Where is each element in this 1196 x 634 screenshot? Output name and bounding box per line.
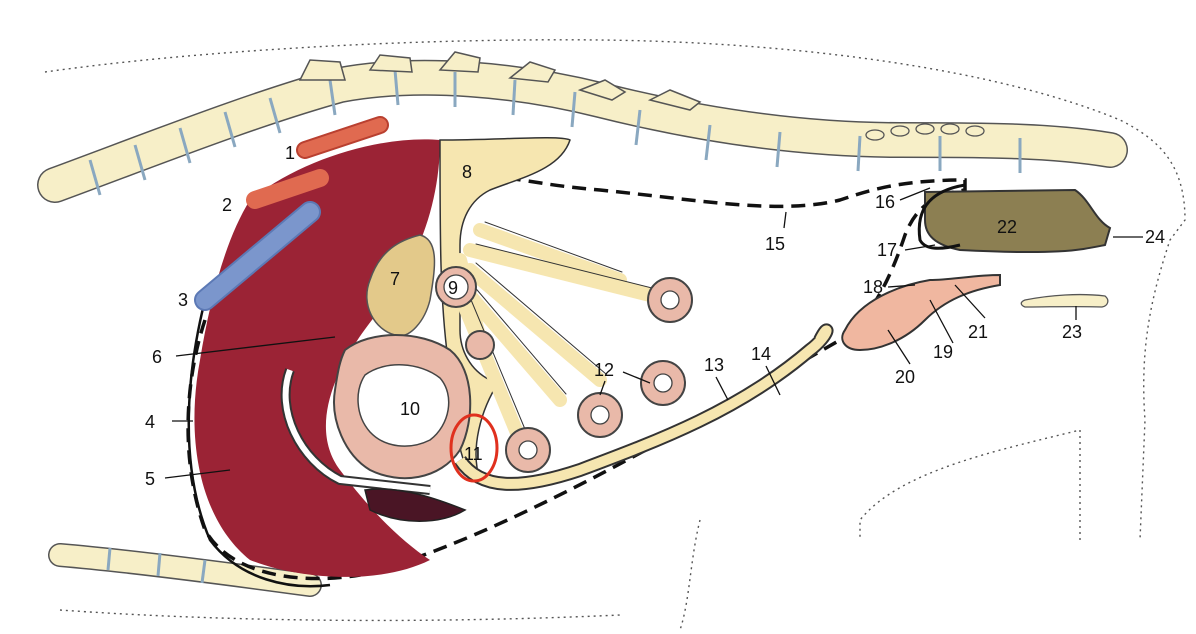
- rectum: [924, 188, 1112, 254]
- label-6: 6: [152, 347, 162, 367]
- label-14: 14: [751, 344, 771, 364]
- label-13: 13: [704, 355, 724, 375]
- label-7: 7: [390, 269, 400, 289]
- label-21: 21: [968, 322, 988, 342]
- vertebral-column: [37, 51, 1128, 203]
- label-5: 5: [145, 469, 155, 489]
- label-17: 17: [877, 240, 897, 260]
- label-19: 19: [933, 342, 953, 362]
- label-20: 20: [895, 367, 915, 387]
- label-1: 1: [285, 143, 295, 163]
- label-22: 22: [997, 217, 1017, 237]
- label-2: 2: [222, 195, 232, 215]
- structure-23: [1020, 293, 1109, 308]
- stomach-lumen: [357, 364, 450, 447]
- aorta-highlight: [298, 118, 387, 157]
- label-11: 11: [464, 444, 483, 464]
- labels: 1 2 3 4 5 6 7 8 9 10 11 12 13 14 15 16 1…: [145, 143, 1165, 489]
- label-12: 12: [594, 360, 614, 380]
- label-23: 23: [1062, 322, 1082, 342]
- label-3: 3: [178, 290, 188, 310]
- label-24: 24: [1145, 227, 1165, 247]
- body-outline: [44, 39, 1186, 631]
- bladder: [841, 273, 1001, 352]
- label-16: 16: [875, 192, 895, 212]
- mesentery: [439, 137, 677, 481]
- spleen: [364, 488, 467, 522]
- label-9: 9: [448, 278, 458, 298]
- abdominal-wall: [187, 299, 331, 588]
- label-8: 8: [462, 162, 472, 182]
- pancreas: [366, 234, 436, 337]
- highlight-circle: [449, 413, 499, 483]
- leader-lines: [164, 187, 1143, 479]
- label-18: 18: [863, 277, 883, 297]
- label-15: 15: [765, 234, 785, 254]
- label-10: 10: [400, 399, 420, 419]
- label-4: 4: [145, 412, 155, 432]
- vein-fill: [196, 203, 319, 309]
- caudal-vena-cava-artery: [246, 169, 329, 209]
